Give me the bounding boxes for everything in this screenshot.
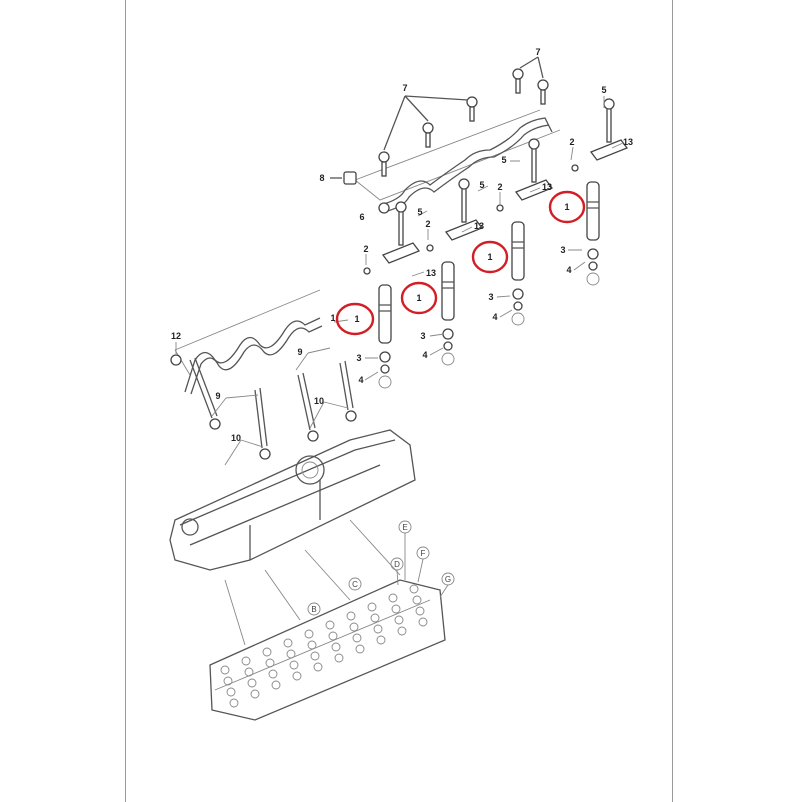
- label-o-ring: 2: [363, 244, 368, 254]
- glow-plug-harness: [170, 289, 323, 395]
- label-washer: 3: [356, 353, 361, 363]
- highlight-circle: [548, 190, 586, 224]
- label-injector: 1: [416, 293, 421, 303]
- label-injector: 1: [354, 314, 359, 324]
- drawing-frame: [125, 0, 673, 802]
- injector-assembly: [496, 138, 554, 326]
- cylinder-head: [209, 579, 446, 721]
- label-banjo-bolt: 7: [402, 83, 407, 93]
- label-injector: 1: [487, 252, 492, 262]
- glow-plug: [297, 372, 319, 442]
- ref-letter-b: B: [311, 605, 316, 614]
- glow-plugs: [189, 357, 357, 460]
- label-glow-plug: 9: [297, 347, 302, 357]
- label-grommet: 6: [359, 212, 364, 222]
- label-bolt: 5: [479, 180, 484, 190]
- label-injector: 1: [564, 202, 569, 212]
- highlight-circle: [471, 240, 509, 274]
- label-washer: 3: [420, 331, 425, 341]
- assembly-guide-lines: [224, 519, 401, 646]
- label-bolt: 5: [501, 155, 506, 165]
- label-bolt: 5: [417, 207, 422, 217]
- label-seal: 4: [422, 350, 427, 360]
- valve-cover: [169, 429, 416, 571]
- ref-letter-c: C: [352, 580, 358, 589]
- nut-8: [330, 171, 357, 185]
- injectors: [363, 98, 629, 389]
- label-o-ring: 2: [497, 182, 502, 192]
- label-glow-plug-nut: 10: [314, 396, 324, 406]
- label-washer: 3: [488, 292, 493, 302]
- ref-letter-d: D: [394, 560, 400, 569]
- label-banjo-bolt: 7: [535, 47, 540, 57]
- plug-cap-12: [170, 354, 182, 366]
- label-seal: 4: [566, 265, 571, 275]
- label-o-ring: 2: [425, 219, 430, 229]
- highlight-circle: [335, 302, 375, 336]
- label-seal: 4: [358, 375, 363, 385]
- glow-plug-nut: [345, 410, 357, 422]
- glow-plug: [189, 357, 221, 430]
- reference-letters: E F D G C B: [307, 520, 455, 616]
- banjo-bolts: [378, 56, 549, 177]
- label-glow-plug-nut: 10: [231, 433, 241, 443]
- glow-plug-nut: [307, 430, 319, 442]
- glow-plug: [339, 360, 357, 422]
- ref-letter-e: E: [402, 523, 407, 532]
- part-labels: 1 1 1 1 1 2 2 2 2 3 3 3 3 4 4 4 4 5 5 5 …: [171, 47, 633, 443]
- label-washer: 3: [560, 245, 565, 255]
- injector-assembly: [426, 178, 484, 366]
- injector-assembly: [363, 201, 421, 389]
- label-seal: 4: [492, 312, 497, 322]
- highlighted-injectors: [335, 190, 586, 336]
- highlight-circle: [400, 281, 438, 315]
- ref-letter-f: F: [421, 549, 426, 558]
- glow-plug-nut: [209, 418, 221, 430]
- label-o-ring: 2: [569, 137, 574, 147]
- label-bolt: 5: [601, 85, 606, 95]
- label-glow-plug: 9: [215, 391, 220, 401]
- label-clamp: 13: [542, 182, 552, 192]
- label-plug-cap: 12: [171, 331, 181, 341]
- label-nut: 8: [319, 173, 324, 183]
- label-clamp: 13: [426, 268, 436, 278]
- glow-plug-nut: [259, 448, 271, 460]
- label-clamp: 13: [474, 221, 484, 231]
- grommet-6: [378, 202, 390, 214]
- label-injector: 1: [330, 313, 335, 323]
- label-clamp: 13: [623, 137, 633, 147]
- glow-plug: [254, 387, 271, 460]
- ref-letter-g: G: [445, 575, 451, 584]
- injector-assembly: [571, 98, 629, 286]
